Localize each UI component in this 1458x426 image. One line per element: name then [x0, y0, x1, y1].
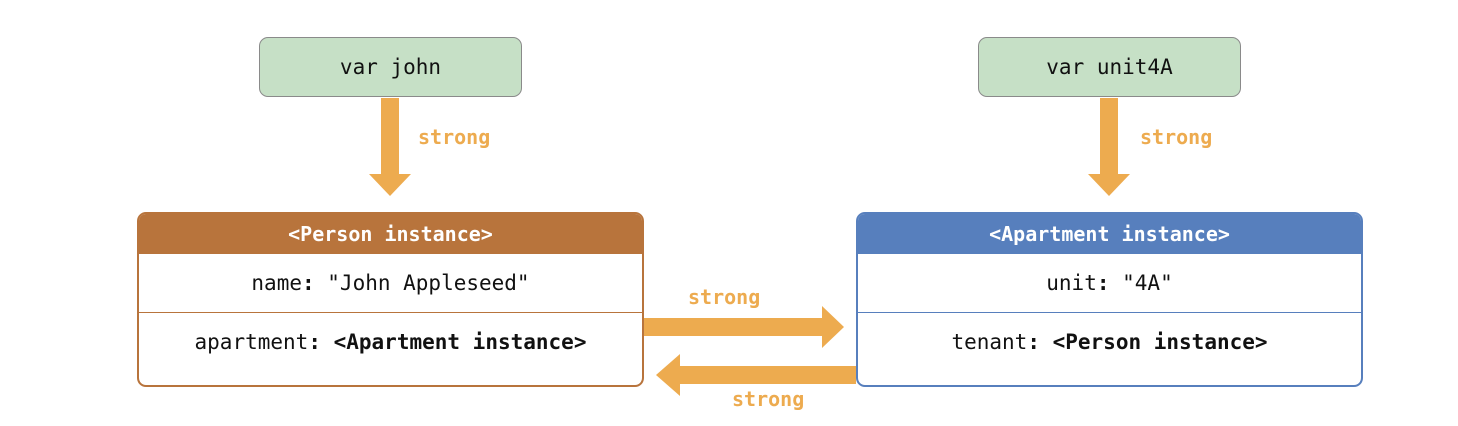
- arrow-label-person-to-apartment-strong: strong: [688, 285, 761, 309]
- apartment-tenant-key: tenant: [951, 330, 1028, 354]
- person-apartment-property: apartment: <Apartment instance>: [139, 312, 642, 371]
- arrow-unit4a-to-apartment: [1088, 98, 1130, 196]
- person-name-colon: :: [301, 271, 315, 295]
- person-apartment-value: <Apartment instance>: [320, 330, 587, 354]
- apartment-unit-colon: :: [1096, 271, 1110, 295]
- person-name-property: name: "John Appleseed": [139, 254, 642, 312]
- person-apartment-colon: :: [308, 330, 321, 354]
- variable-john-label: var john: [339, 55, 442, 79]
- apartment-unit-property: unit: "4A": [858, 254, 1361, 312]
- apartment-tenant-colon: :: [1027, 330, 1040, 354]
- person-instance-box: <Person instance> name: "John Appleseed"…: [137, 212, 644, 387]
- apartment-instance-box: <Apartment instance> unit: "4A" tenant: …: [856, 212, 1363, 387]
- arrow-label-john-strong: strong: [418, 125, 491, 149]
- person-name-value: "John Appleseed": [314, 271, 530, 295]
- variable-john: var john: [259, 37, 522, 97]
- apartment-tenant-property: tenant: <Person instance>: [858, 312, 1361, 371]
- variable-unit4a: var unit4A: [978, 37, 1241, 97]
- arrow-john-to-person: [369, 98, 411, 196]
- arrow-label-apartment-to-person-strong: strong: [732, 387, 805, 411]
- variable-unit4a-label: var unit4A: [1046, 55, 1173, 79]
- apartment-unit-value: "4A": [1109, 271, 1173, 295]
- apartment-tenant-value: <Person instance>: [1039, 330, 1268, 354]
- person-instance-header: <Person instance>: [139, 214, 642, 254]
- arrow-label-unit4a-strong: strong: [1140, 125, 1213, 149]
- apartment-instance-header: <Apartment instance>: [858, 214, 1361, 254]
- person-name-key: name: [251, 271, 302, 295]
- arrow-apartment-to-person: [656, 354, 856, 396]
- apartment-unit-key: unit: [1046, 271, 1097, 295]
- arrow-person-to-apartment: [644, 306, 844, 348]
- person-apartment-key: apartment: [194, 330, 309, 354]
